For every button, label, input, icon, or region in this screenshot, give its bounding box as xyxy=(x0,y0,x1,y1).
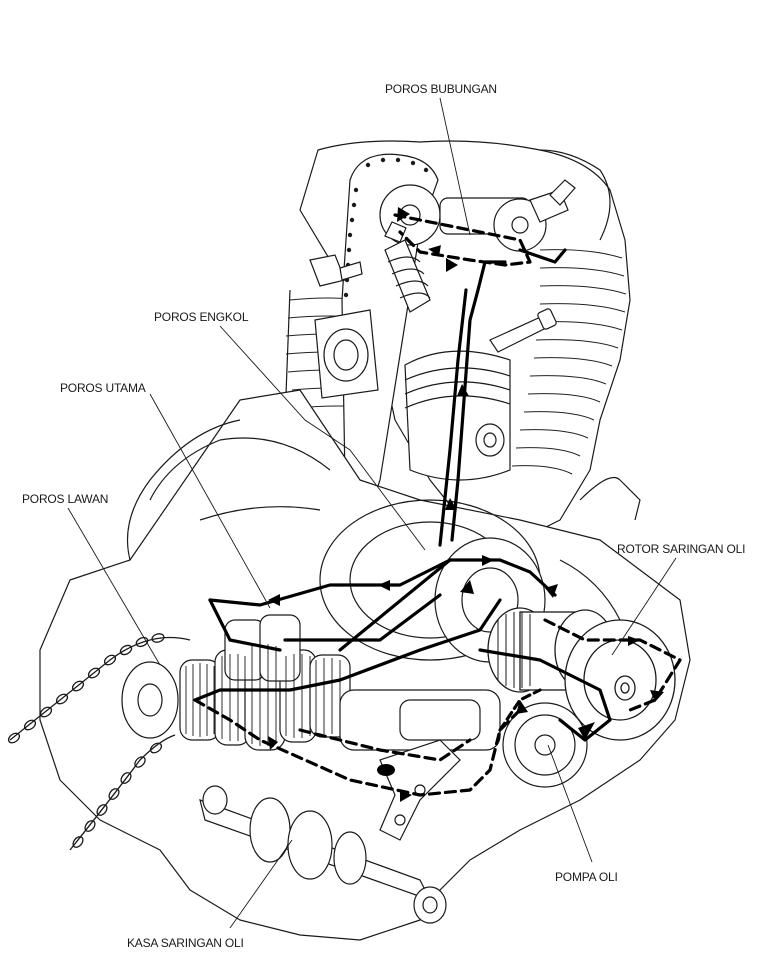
label-crankshaft: POROS ENGKOL xyxy=(154,310,249,324)
label-oil-screen-filter: KASA SARINGAN OLI xyxy=(127,936,244,950)
label-camshaft: POROS BUBUNGAN xyxy=(385,82,497,96)
label-mainshaft: POROS UTAMA xyxy=(60,381,146,395)
drive-chain xyxy=(7,633,191,851)
leader-lines xyxy=(67,97,677,929)
label-rotor-oil-filter: ROTOR SARINGAN OLI xyxy=(617,542,746,556)
label-oil-pump: POMPA OLI xyxy=(555,870,618,884)
label-countershaft: POROS LAWAN xyxy=(22,492,109,506)
piston xyxy=(404,350,511,481)
oil-flow-arrows xyxy=(268,207,664,802)
rotor-oil-filter xyxy=(487,607,676,741)
